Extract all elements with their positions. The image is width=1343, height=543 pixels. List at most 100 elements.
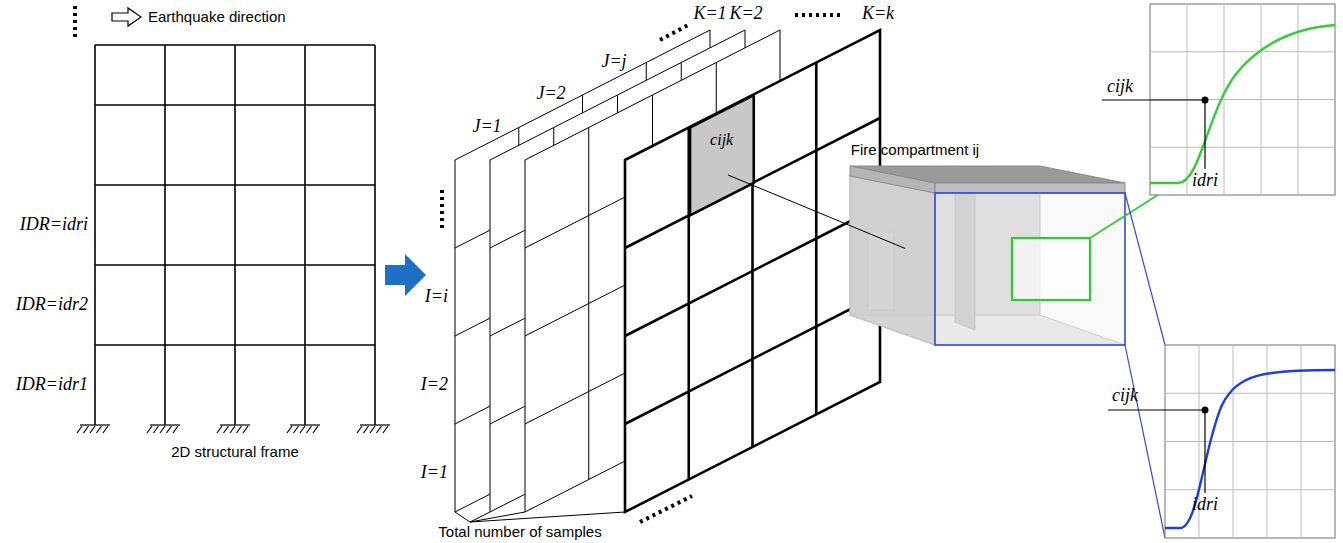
hatch-stroke xyxy=(84,426,89,433)
index-label: J=2 xyxy=(536,84,565,104)
drift-label: IDR=idr2 xyxy=(16,295,88,315)
hatch-stroke xyxy=(217,426,222,433)
axis-value: idri xyxy=(1192,495,1218,515)
direction-arrow xyxy=(112,8,141,26)
beam xyxy=(95,44,375,46)
guide-line xyxy=(1108,409,1205,410)
support-base xyxy=(360,424,390,425)
hatch-stroke xyxy=(307,426,312,433)
index-label: I=2 xyxy=(421,375,448,395)
continuation-dots xyxy=(440,190,444,230)
sample-grids xyxy=(455,30,880,512)
axis-value: cijk xyxy=(1107,77,1133,97)
hatch-stroke xyxy=(300,426,305,433)
hatch-stroke xyxy=(90,426,95,433)
fire-compartment xyxy=(850,166,1125,345)
hatch-stroke xyxy=(294,426,299,433)
fragility-curve xyxy=(1150,25,1335,183)
sample-cell: cijk xyxy=(690,95,754,216)
hatch-stroke xyxy=(147,426,152,433)
cell-shape xyxy=(690,95,754,216)
hatch-stroke xyxy=(167,426,172,433)
axis-value: cijk xyxy=(1112,386,1138,406)
sample-point xyxy=(1202,97,1209,104)
hatch-stroke xyxy=(313,426,318,433)
hatch-stroke xyxy=(103,426,108,433)
column xyxy=(374,45,376,425)
hatch-stroke xyxy=(237,426,242,433)
guide-line xyxy=(1204,410,1205,493)
hatch-stroke xyxy=(383,426,388,433)
beam xyxy=(95,184,375,186)
caption-text: Fire compartment ij xyxy=(851,142,979,159)
sample-line xyxy=(455,512,470,522)
hatch-stroke xyxy=(287,426,292,433)
sample-line xyxy=(470,512,625,522)
index-label: J=j xyxy=(601,52,626,72)
support-base xyxy=(220,424,250,425)
hatch-stroke xyxy=(364,426,369,433)
column xyxy=(234,45,236,425)
continuation-dots xyxy=(640,496,692,522)
grid-line xyxy=(1150,147,1335,148)
index-label: J=1 xyxy=(472,117,501,137)
hatch-stroke xyxy=(357,426,362,433)
hatch-stroke xyxy=(154,426,159,433)
axis-value: idri xyxy=(1192,171,1218,191)
column xyxy=(164,45,166,425)
drift-label: IDR=idr1 xyxy=(16,375,88,395)
hatch-stroke xyxy=(243,426,248,433)
grid-line xyxy=(1165,441,1335,442)
index-label: I=1 xyxy=(421,463,448,483)
hatch-stroke xyxy=(370,426,375,433)
continuation-dots xyxy=(73,6,77,38)
hatch-stroke xyxy=(160,426,165,433)
column xyxy=(304,45,306,425)
continuation-dots xyxy=(795,13,842,17)
cell-fill xyxy=(690,95,754,216)
index-label: K=1 xyxy=(693,4,726,24)
grid-line xyxy=(1165,489,1335,490)
leader-line xyxy=(728,175,905,249)
guide-line xyxy=(1204,100,1205,169)
hatch-stroke xyxy=(224,426,229,433)
beam xyxy=(95,104,375,106)
grid-line xyxy=(815,63,818,415)
index-label: I=i xyxy=(425,287,448,307)
hatch-stroke xyxy=(173,426,178,433)
beam xyxy=(95,344,375,346)
sample-lines xyxy=(455,512,625,522)
grid-line xyxy=(1150,51,1335,52)
hatch-stroke xyxy=(77,426,82,433)
hatch-stroke xyxy=(97,426,102,433)
structural-frame xyxy=(95,45,375,425)
fragility-chart xyxy=(1165,345,1335,538)
caption-text: 2D structural frame xyxy=(171,444,299,461)
support-base xyxy=(290,424,320,425)
cell-value: cijk xyxy=(690,131,754,149)
index-label: K=2 xyxy=(729,4,762,24)
frame-link xyxy=(1125,193,1165,345)
support-base xyxy=(80,424,110,425)
guide-line xyxy=(1102,99,1205,100)
support-base xyxy=(150,424,180,425)
column xyxy=(94,45,96,425)
grid-line xyxy=(625,206,880,336)
grid-line xyxy=(1165,393,1335,394)
sample-point xyxy=(1202,407,1209,414)
hatch-stroke xyxy=(230,426,235,433)
caption-text: Total number of samples xyxy=(438,524,601,541)
transform-arrow xyxy=(385,254,426,296)
hatch-stroke xyxy=(377,426,382,433)
continuation-dots xyxy=(660,24,690,40)
frame-link xyxy=(1125,345,1165,538)
index-label: K=k xyxy=(862,4,894,24)
grid-line xyxy=(625,294,880,424)
drift-label: IDR=idri xyxy=(20,215,88,235)
sample-grid xyxy=(625,30,880,512)
beam xyxy=(95,264,375,266)
chart-frame xyxy=(1165,345,1335,538)
ground-hatch xyxy=(77,425,390,433)
